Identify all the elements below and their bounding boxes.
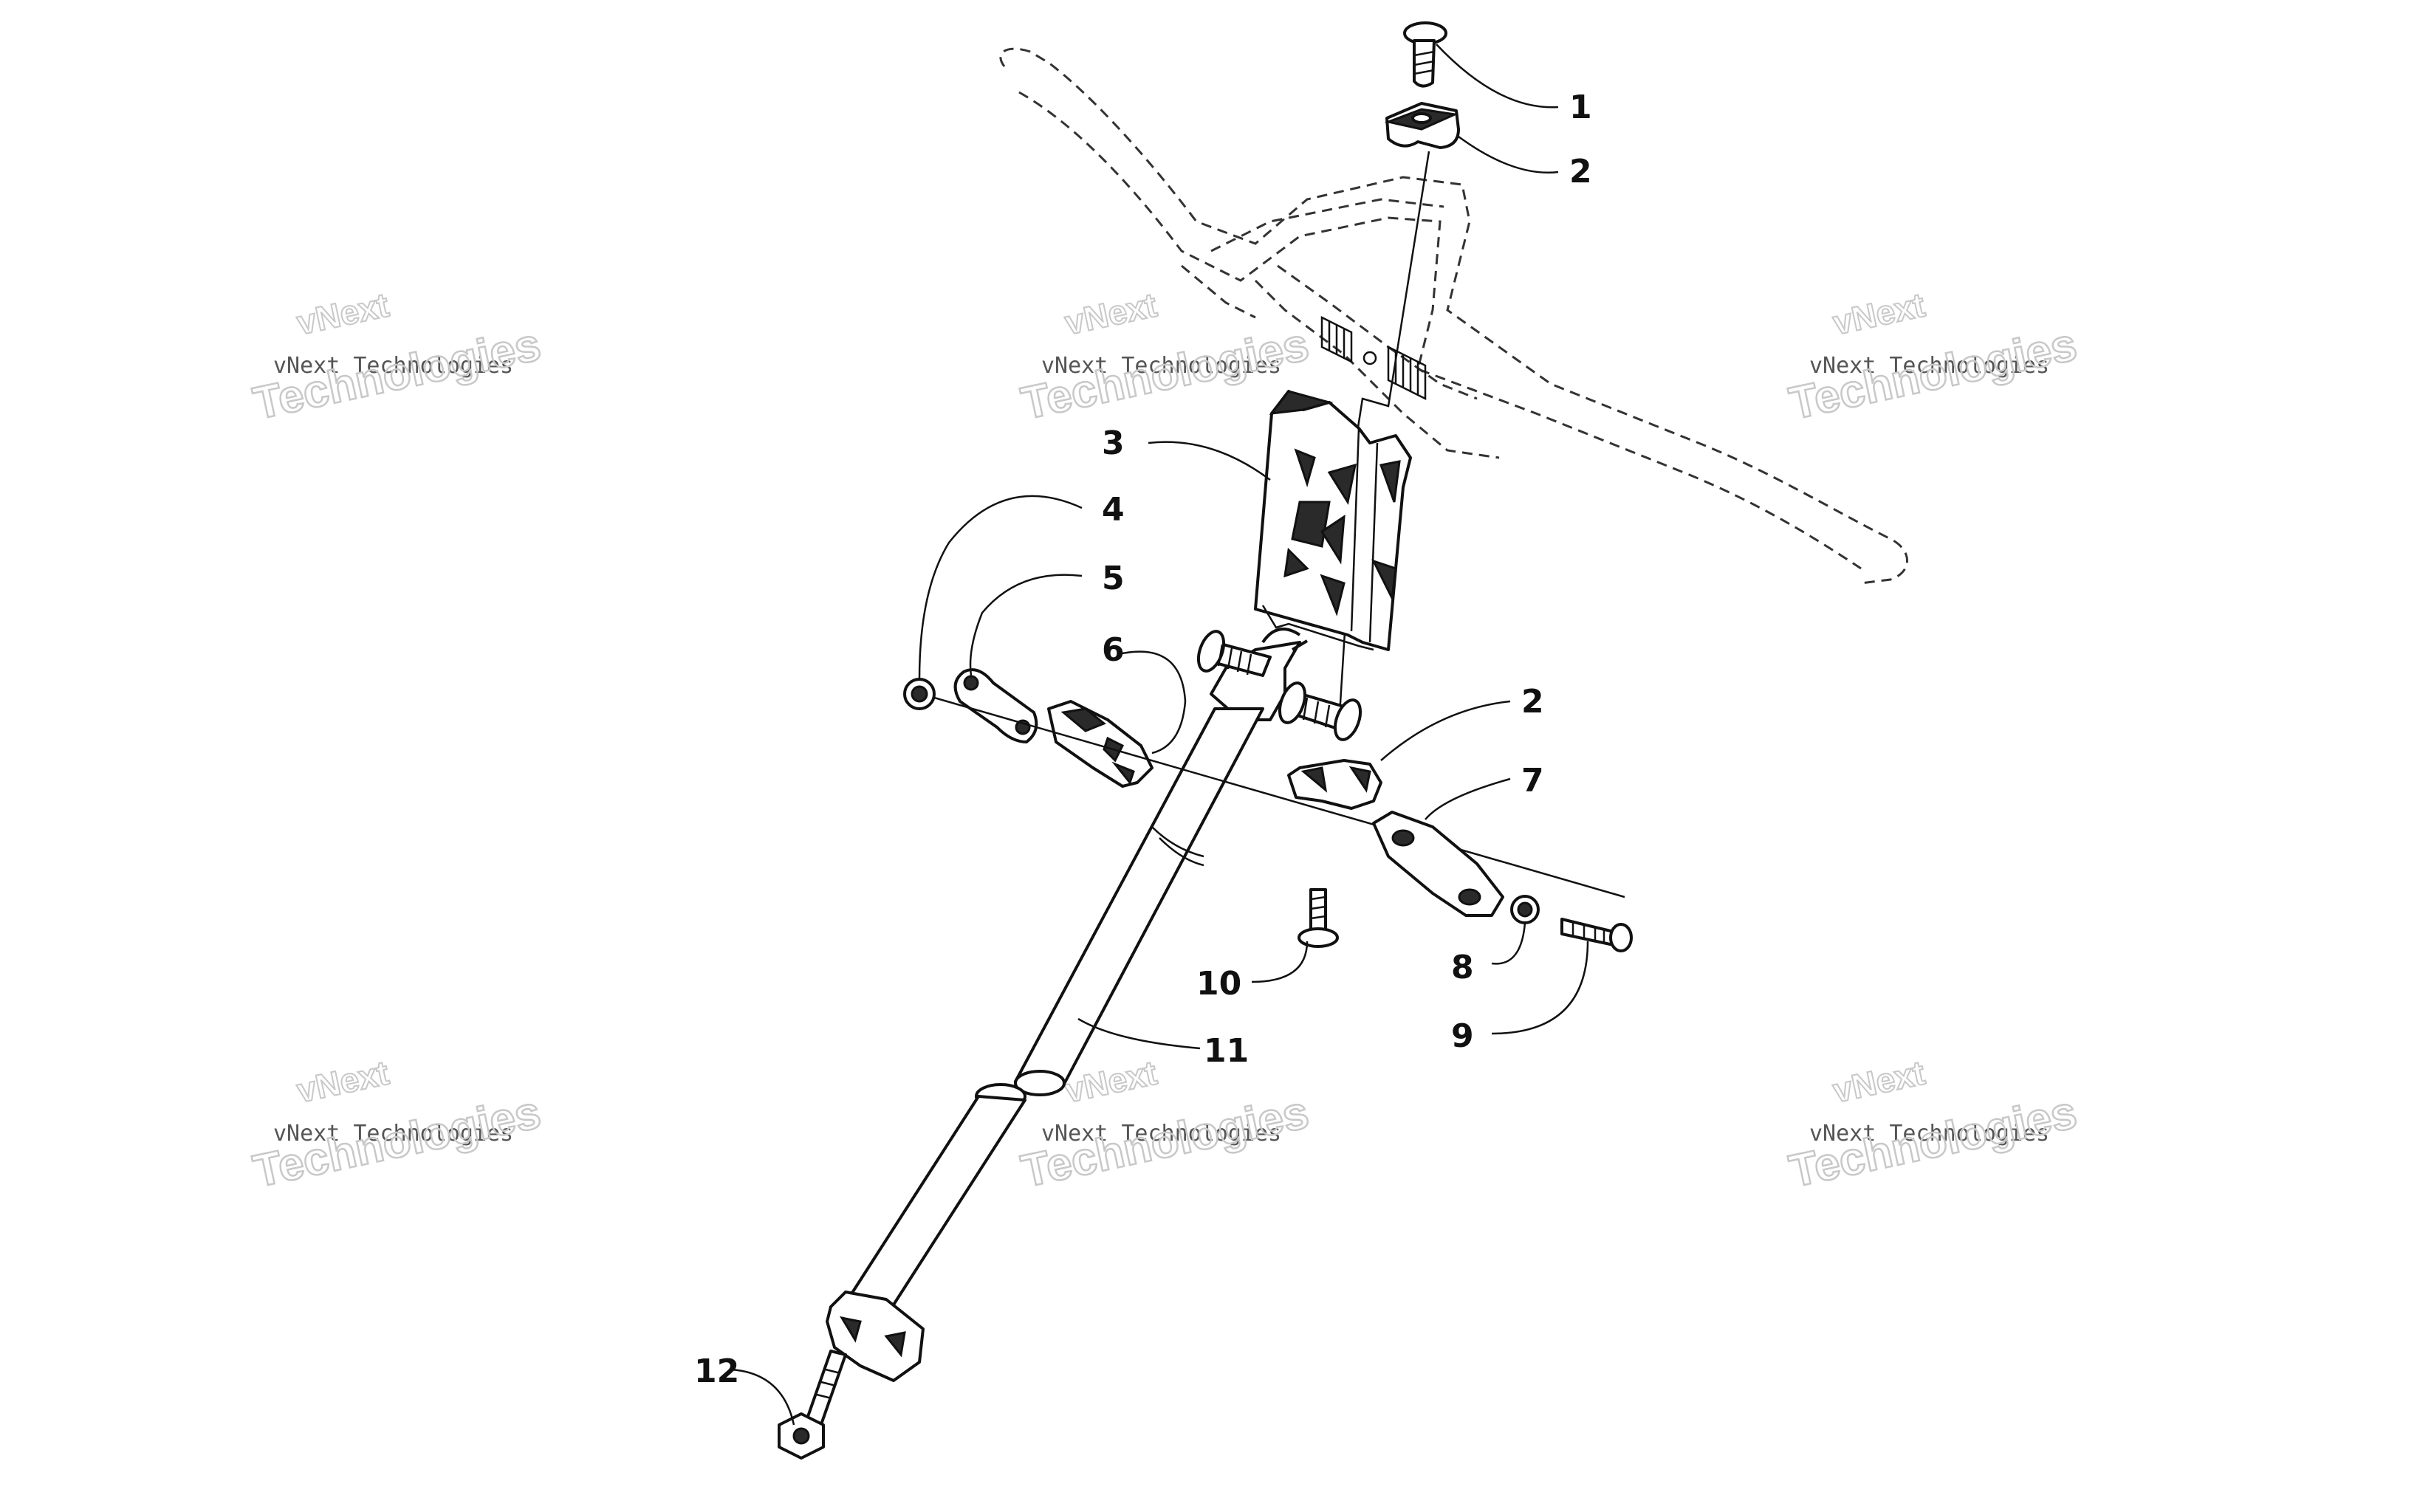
part-bracket-7 bbox=[1372, 811, 1504, 917]
callout-5: 5 bbox=[1102, 560, 1125, 597]
watermark-top-right: vNext vNext Technologies Technologies bbox=[1784, 284, 2082, 430]
callout-2-lower: 2 bbox=[1521, 683, 1544, 721]
watermark-top-center: vNext vNext Technologies Technologies bbox=[1016, 284, 1314, 430]
svg-text:vNext Technologies: vNext Technologies bbox=[1809, 1121, 2049, 1147]
handlebar-reference bbox=[999, 47, 1908, 585]
svg-text:vNext Technologies: vNext Technologies bbox=[273, 353, 513, 379]
svg-text:vNext: vNext bbox=[293, 1053, 391, 1110]
svg-text:Technologies: Technologies bbox=[1017, 1087, 1313, 1197]
part-nut-4 bbox=[903, 678, 936, 710]
part-bolt-12 bbox=[778, 1350, 847, 1460]
callout-6: 6 bbox=[1102, 631, 1125, 669]
part-nut-8 bbox=[1510, 895, 1540, 924]
watermark-top-left: vNext vNext Technologies Technologies bbox=[248, 284, 546, 430]
callout-11: 11 bbox=[1204, 1032, 1249, 1070]
callout-4: 4 bbox=[1102, 491, 1125, 529]
callout-leaders bbox=[730, 44, 1589, 1426]
assembly-line-cross bbox=[933, 696, 1625, 898]
svg-text:vNext: vNext bbox=[1061, 285, 1159, 342]
svg-text:vNext Technologies: vNext Technologies bbox=[1041, 1121, 1281, 1147]
callout-9: 9 bbox=[1451, 1017, 1474, 1055]
callout-12: 12 bbox=[694, 1353, 739, 1390]
svg-text:vNext Technologies: vNext Technologies bbox=[273, 1121, 513, 1147]
part-bolt-9 bbox=[1560, 918, 1633, 952]
svg-text:vNext Technologies: vNext Technologies bbox=[1041, 353, 1281, 379]
part-link-arm-5 bbox=[953, 668, 1038, 743]
part-clamp-cap-upper bbox=[1384, 102, 1460, 149]
callout-1: 1 bbox=[1569, 89, 1592, 126]
callout-8: 8 bbox=[1451, 949, 1474, 986]
svg-text:vNext Technologies: vNext Technologies bbox=[1809, 353, 2049, 379]
svg-text:Technologies: Technologies bbox=[1785, 1087, 2081, 1197]
part-clamp-cap-lower bbox=[1287, 759, 1382, 810]
svg-text:vNext: vNext bbox=[1829, 1053, 1927, 1110]
part-bolt-1 bbox=[1403, 21, 1447, 88]
svg-text:Technologies: Technologies bbox=[1785, 319, 2081, 430]
part-knurled-spacer-left bbox=[1196, 630, 1272, 677]
callout-2-upper: 2 bbox=[1569, 153, 1592, 190]
svg-text:Technologies: Technologies bbox=[1017, 319, 1313, 430]
svg-text:vNext: vNext bbox=[293, 285, 391, 342]
svg-text:Technologies: Technologies bbox=[249, 1087, 545, 1197]
callout-3: 3 bbox=[1102, 425, 1125, 462]
watermark-bottom-left: vNext vNext Technologies Technologies bbox=[248, 1052, 546, 1198]
part-riser-block bbox=[1254, 390, 1412, 651]
svg-text:vNext: vNext bbox=[1829, 285, 1927, 342]
watermark-bottom-right: vNext vNext Technologies Technologies bbox=[1784, 1052, 2082, 1198]
part-bracket-6 bbox=[1047, 700, 1154, 788]
svg-text:Technologies: Technologies bbox=[249, 319, 545, 430]
part-knurled-spacer-right bbox=[1278, 681, 1362, 741]
callout-10: 10 bbox=[1196, 965, 1241, 1003]
part-steering-tube bbox=[826, 628, 1309, 1382]
callout-7: 7 bbox=[1521, 762, 1544, 800]
part-bolt-10 bbox=[1298, 888, 1339, 948]
